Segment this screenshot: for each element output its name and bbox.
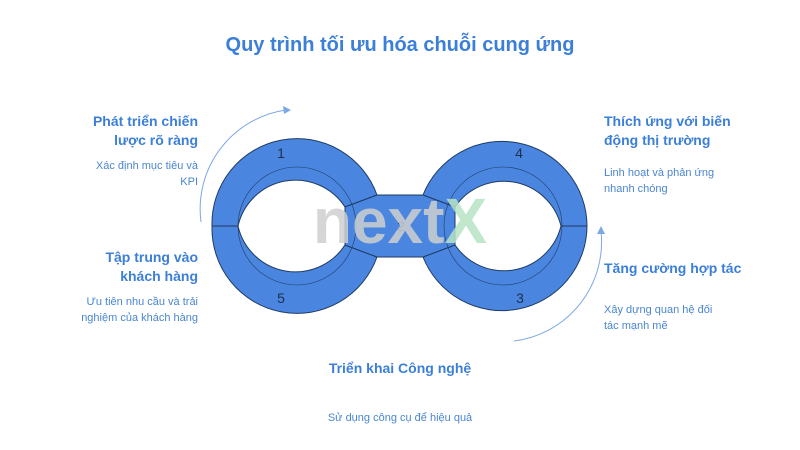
- arrow-top-left: [199, 109, 287, 223]
- step-3-description: Xây dựng quan hệ đối tác mạnh mẽ: [604, 304, 713, 332]
- arrow-head-bottom-right-icon: [597, 226, 605, 234]
- step-3-heading: Tăng cường hợp tác: [604, 260, 742, 276]
- segment-3-number: 3: [516, 290, 524, 306]
- segment-4: [422, 140, 588, 227]
- step-2-description: Sử dụng công cụ để hiệu quả: [327, 412, 473, 424]
- segment-5-number: 5: [277, 290, 285, 306]
- arrow-head-top-left-icon: [283, 106, 291, 114]
- step-2-heading: Triển khai Công nghệ: [328, 360, 472, 376]
- segment-2: [344, 194, 456, 258]
- step-5-description: Ưu tiên nhu cầu và trải nghiệm của khách…: [81, 296, 198, 324]
- step-4-description: Linh hoạt và phản ứng nhanh chóng: [604, 167, 715, 195]
- segment-5: [211, 225, 378, 314]
- segment-1-number: 1: [277, 145, 285, 161]
- segment-2-number: 2: [397, 218, 405, 234]
- diagram-title: Quy trình tối ưu hóa chuỗi cung ứng: [225, 34, 575, 56]
- segment-3: [422, 225, 588, 312]
- segment-4-number: 4: [515, 145, 523, 161]
- watermark-logo: nextX: [313, 185, 488, 257]
- step-5-heading: Tập trung vào khách hàng: [105, 249, 198, 284]
- arrow-bottom-right: [513, 230, 603, 342]
- step-1-heading: Phát triển chiến lược rõ ràng: [92, 113, 198, 148]
- step-1-description: Xác định mục tiêu và KPI: [95, 160, 198, 188]
- step-4-heading: Thích ứng với biến động thị trường: [604, 113, 731, 148]
- segment-1: [211, 138, 378, 227]
